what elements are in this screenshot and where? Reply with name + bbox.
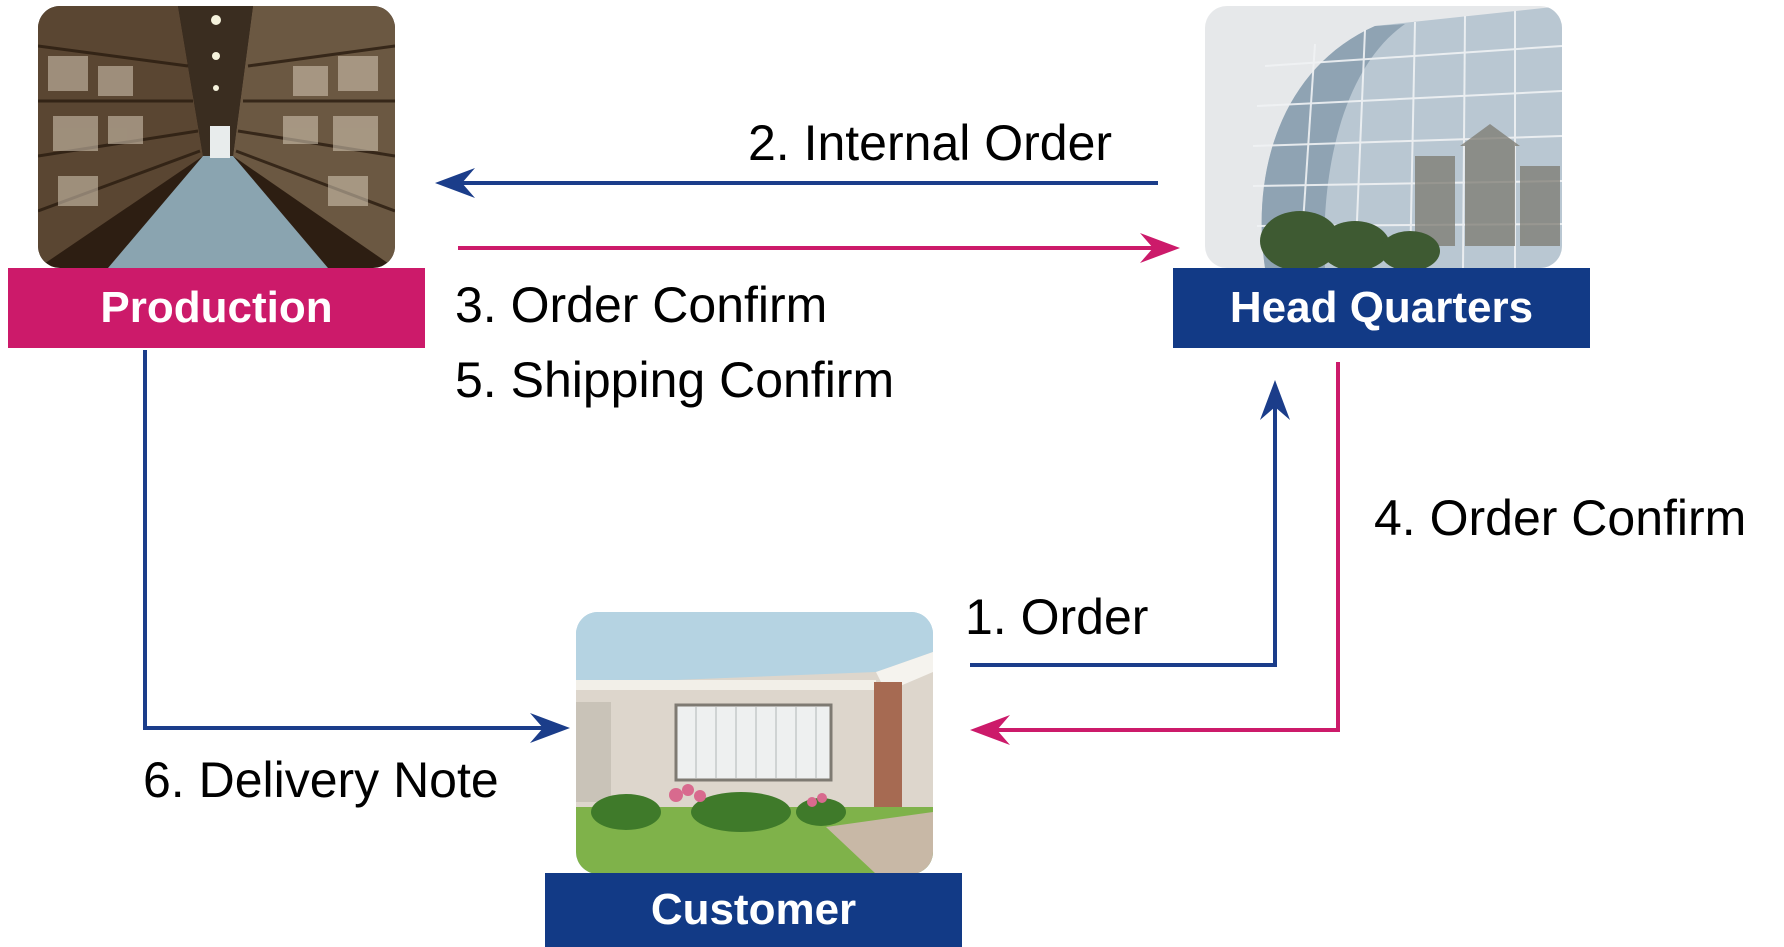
headquarters-label: Head Quarters — [1173, 268, 1590, 348]
production-label: Production — [8, 268, 425, 348]
production-confirm-arrow — [458, 233, 1180, 263]
shipping-confirm-label: 5. Shipping Confirm — [455, 352, 895, 408]
production-label-text: Production — [100, 283, 333, 332]
internal-order-arrow — [435, 168, 1158, 198]
house-front-photo — [576, 612, 933, 874]
production-photo — [38, 6, 395, 268]
headquarters-photo — [1205, 6, 1562, 268]
customer-label-text: Customer — [650, 885, 857, 934]
order-confirm-production-label: 3. Order Confirm — [455, 277, 828, 333]
glass-office-building-photo — [1205, 6, 1562, 268]
order-arrow — [970, 380, 1290, 667]
delivery-note-label: 6. Delivery Note — [143, 752, 499, 808]
customer-photo — [576, 612, 933, 874]
delivery-note-arrow — [143, 350, 570, 743]
headquarters-label-text: Head Quarters — [1229, 283, 1534, 332]
customer-label: Customer — [545, 873, 962, 947]
internal-order-label: 2. Internal Order — [748, 115, 1113, 171]
order-label: 1. Order — [965, 589, 1149, 645]
warehouse-aisle-photo — [38, 6, 395, 268]
order-confirm-customer-label: 4. Order Confirm — [1374, 490, 1747, 546]
customer-confirm-arrow — [970, 362, 1340, 745]
